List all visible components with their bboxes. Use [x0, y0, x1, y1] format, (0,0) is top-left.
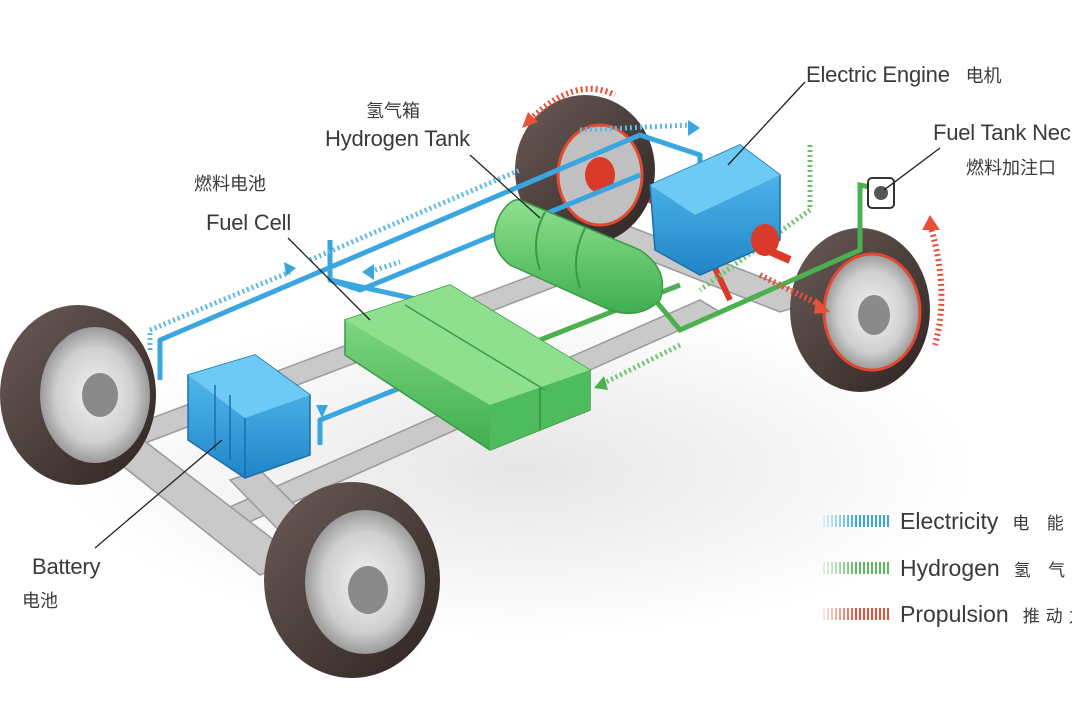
legend-label-electricity-zh: 电 能 — [1012, 513, 1070, 534]
legend-item-hydrogen: Hydrogen 氢 气 — [822, 553, 1071, 583]
propulsion-swatch-icon — [823, 608, 889, 620]
wheel-rear-left — [515, 95, 655, 245]
legend-label-propulsion-zh: 推动力 — [1022, 606, 1072, 627]
hydrogen-flow-arrows — [598, 145, 813, 388]
legend-label-electricity: Electricity — [900, 507, 999, 534]
electricity-flow-arrows — [147, 122, 691, 350]
hydrogen-swatch-icon — [823, 562, 889, 574]
wheel-rear-right — [790, 228, 930, 392]
battery-label-en: Battery — [32, 554, 101, 579]
electric-engine-label: Electric Engine 电机 — [806, 62, 1002, 87]
hydrogen-tank-label-en: Hydrogen Tank — [325, 126, 470, 151]
fuel-tank-neck — [867, 177, 895, 209]
electricity-swatch-icon — [823, 515, 889, 527]
fuel-tank-neck-label-en: Fuel Tank Neck — [933, 120, 1072, 145]
electricity-arrowheads — [284, 120, 700, 418]
legend-item-electricity: Electricity 电 能 — [822, 506, 1070, 536]
battery-pack — [187, 354, 311, 479]
fuel-cell-label-en: Fuel Cell — [206, 210, 292, 235]
fuel-cell-label-zh: 燃料电池 — [194, 174, 266, 195]
electric-engine — [649, 144, 781, 276]
legend-item-propulsion: Propulsion 推动力 — [822, 599, 1072, 629]
hydrogen-arrowheads — [594, 376, 608, 390]
battery-label-zh: 电池 — [22, 591, 58, 612]
legend-label-hydrogen-zh: 氢 气 — [1013, 560, 1072, 581]
wheel-front-left — [0, 305, 156, 485]
fuel-tank-neck-label-zh: 燃料加注口 — [966, 158, 1056, 179]
fuel-cell-stack — [344, 284, 591, 451]
leader-lines — [94, 81, 941, 549]
propulsion-flow-arrows — [527, 85, 945, 346]
propulsion-arrowheads — [522, 112, 940, 314]
legend-label-propulsion: Propulsion — [900, 600, 1009, 627]
legend-label-hydrogen: Hydrogen — [900, 554, 1000, 581]
hydrogen-tank — [493, 199, 664, 315]
wheel-front-right — [264, 482, 440, 678]
hydrogen-tank-label-zh: 氢气箱 — [366, 101, 420, 122]
